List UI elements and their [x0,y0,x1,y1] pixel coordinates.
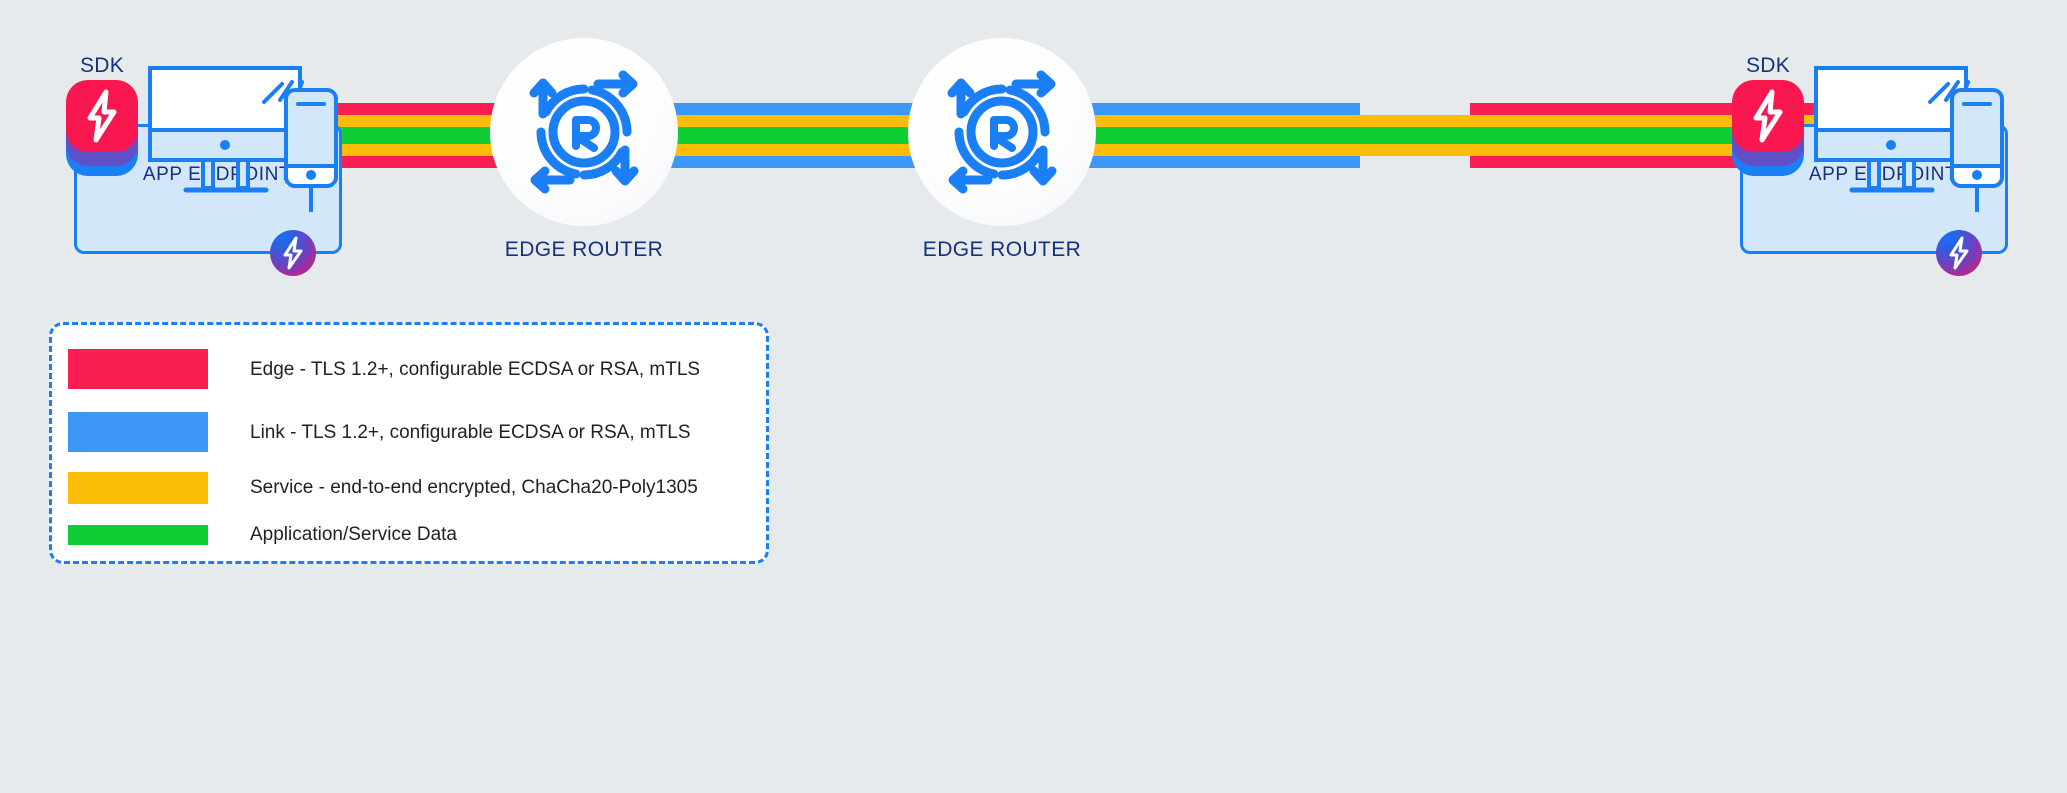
sdk-badge-right[interactable]: SDK [1718,54,1818,178]
endpoint-identity-badge-right[interactable] [1936,230,1982,276]
band-edge-top-right [1470,103,1815,115]
edge-router-icon [529,70,639,194]
device-group-left [146,62,376,222]
app-endpoint-label-left: APP ENDPOINT [142,164,292,185]
edge-router-left[interactable]: EDGE ROUTER [490,38,678,261]
legend-row: Service - end-to-end encrypted, ChaCha20… [68,472,750,514]
endpoint-identity-badge-left[interactable] [270,230,316,276]
legend-label-application-data: Application/Service Data [250,524,457,545]
legend-row: Application/Service Data [68,524,750,567]
lightning-bolt-icon [283,236,303,270]
app-endpoint-label-right: APP ENDPOINT [1808,164,1958,185]
lightning-bolt-icon [87,89,117,143]
legend-swatch-edge [68,349,208,389]
edge-router-label-left: EDGE ROUTER [504,238,664,261]
legend-label-edge: Edge - TLS 1.2+, configurable ECDSA or R… [250,359,701,380]
edge-router-label-right: EDGE ROUTER [922,238,1082,261]
lightning-bolt-icon [1949,236,1969,270]
legend-row: Link - TLS 1.2+, configurable ECDSA or R… [68,412,750,454]
sdk-layer-top [1732,80,1804,152]
device-group-right [1812,62,2042,222]
legend-swatch-service [68,472,208,504]
band-edge-bottom-right [1470,156,1815,168]
legend-swatch-application-data [68,525,208,545]
app-endpoint-left[interactable]: APP ENDPOINT [52,52,382,282]
legend-label-link: Link - TLS 1.2+, configurable ECDSA or R… [250,422,691,443]
sdk-label-right: SDK [1745,54,1791,77]
sdk-badge-left[interactable]: SDK [52,54,152,178]
sdk-layer-top [66,80,138,152]
legend-panel: Edge - TLS 1.2+, configurable ECDSA or R… [49,322,769,564]
sdk-label-left: SDK [79,54,125,77]
app-endpoint-right[interactable]: APP ENDPOINT SDK [1718,52,2048,282]
legend-row: Edge - TLS 1.2+, configurable ECDSA or R… [68,349,750,391]
legend-label-service: Service - end-to-end encrypted, ChaCha20… [250,477,698,498]
legend-swatch-link [68,412,208,452]
lightning-bolt-icon [1753,89,1783,143]
edge-router-icon [947,70,1057,194]
edge-router-right[interactable]: EDGE ROUTER [908,38,1096,261]
